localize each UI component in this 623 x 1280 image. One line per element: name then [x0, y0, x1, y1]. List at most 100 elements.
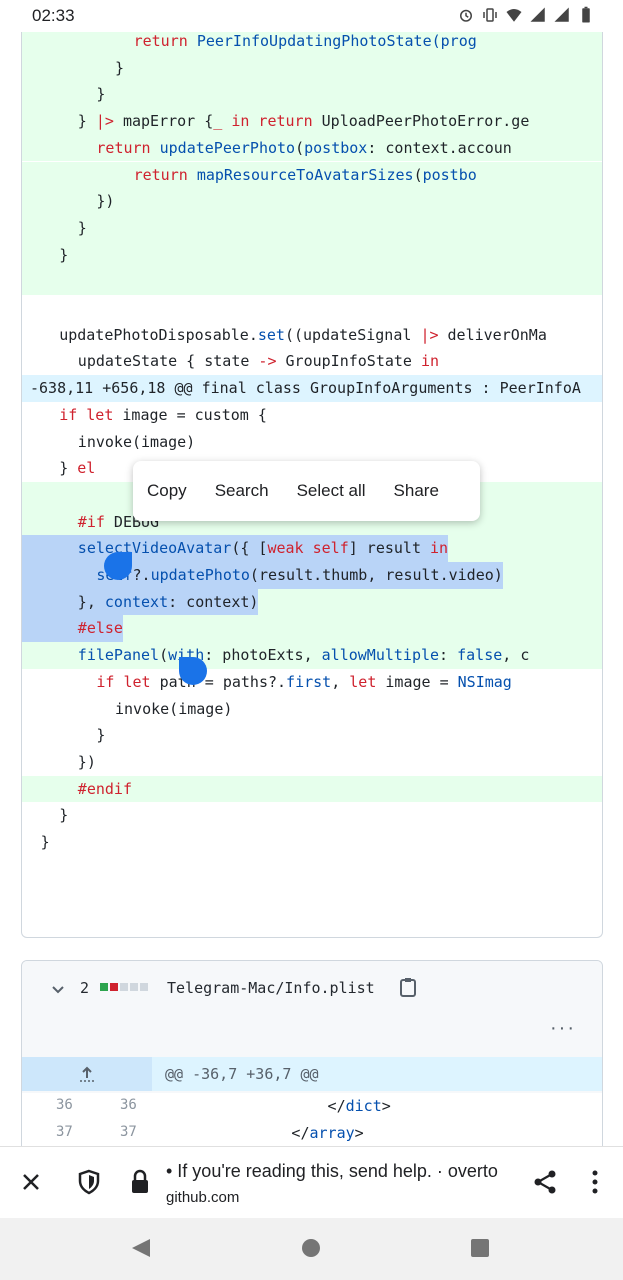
selection-end-handle[interactable] — [179, 657, 207, 685]
status-bar: 02:33 — [0, 0, 623, 32]
code-token: if — [59, 405, 78, 424]
shield-icon[interactable] — [78, 1169, 100, 1195]
code-line: } — [22, 214, 602, 242]
expand-up-button[interactable] — [22, 1057, 152, 1091]
code-token: first — [286, 672, 332, 691]
chevron-down-icon[interactable] — [50, 981, 66, 997]
code-token: return — [133, 165, 197, 184]
code-token: selectVideoAvatar — [77, 539, 232, 558]
code-line: invoke(image) — [22, 429, 602, 456]
code-token: ( — [295, 138, 305, 157]
code-token: ( — [413, 165, 423, 184]
code-token: -638,11 +656,18 @@ final class GroupInfo… — [30, 379, 581, 398]
code-token: deliverOnMa — [438, 325, 547, 344]
code-token: }, — [77, 592, 105, 611]
code-line: filePanel(with: photoExts, allowMultiple… — [22, 642, 602, 669]
code-token: } — [59, 459, 78, 478]
code-token: ( — [159, 646, 169, 665]
share-menu-item[interactable]: Share — [393, 481, 439, 500]
code-token: ({ [ — [231, 539, 268, 558]
code-token: weak — [267, 539, 304, 558]
code-line: } — [22, 802, 602, 829]
code-token: updateState { state — [77, 352, 259, 371]
code-token: : photoExts, — [204, 646, 322, 665]
share-icon[interactable] — [532, 1169, 558, 1195]
new-line-number[interactable]: 37 — [120, 1124, 137, 1140]
file-name[interactable]: Telegram-Mac/Info.plist — [167, 979, 375, 997]
code-token: , — [331, 672, 350, 691]
select-all-menu-item[interactable]: Select all — [296, 481, 366, 500]
back-icon[interactable] — [130, 1237, 152, 1259]
code-token: ] result — [348, 539, 431, 558]
code-token — [77, 406, 86, 424]
page-title[interactable]: • If you're reading this, send help. · o… — [166, 1161, 498, 1181]
close-icon[interactable] — [20, 1171, 42, 1193]
browser-bottom-bar: • If you're reading this, send help. · o… — [0, 1146, 623, 1219]
hunk-header-text: @@ -36,7 +36,7 @@ — [165, 1065, 319, 1083]
old-line-number[interactable]: 36 — [56, 1097, 73, 1113]
android-nav-bar — [0, 1218, 623, 1280]
code-line: updateState { state -> GroupInfoState in — [22, 348, 602, 375]
expand-up-icon — [80, 1066, 94, 1082]
code-token: el — [77, 459, 96, 478]
code-token — [222, 112, 231, 130]
code-token: |> — [95, 112, 114, 131]
code-line — [22, 295, 602, 322]
selection-start-handle[interactable] — [104, 552, 132, 580]
code-token: set — [257, 325, 285, 344]
new-line-number[interactable]: 36 — [120, 1097, 137, 1113]
code-line: }, context: context) — [22, 588, 602, 616]
recents-icon[interactable] — [469, 1237, 491, 1259]
code-token: #if — [77, 512, 105, 531]
more-options-button[interactable]: ··· — [550, 1017, 576, 1039]
code-token — [304, 539, 313, 557]
status-icons — [457, 6, 595, 24]
code-token: allowMultiple — [321, 646, 440, 665]
code-token: let — [123, 672, 151, 691]
file-diff-card: 2 Telegram-Mac/Info.plist ··· @@ -36,7 +… — [21, 960, 603, 1162]
code-token: #endif — [77, 779, 132, 798]
lock-icon[interactable] — [130, 1169, 150, 1195]
code-line: return PeerInfoUpdatingPhotoState(prog — [22, 32, 602, 55]
signal-icon — [530, 7, 545, 22]
battery-icon — [582, 6, 590, 23]
code-line: } — [22, 722, 602, 749]
code-token: } — [59, 245, 69, 264]
alarm-icon — [460, 9, 472, 22]
home-icon[interactable] — [300, 1237, 322, 1259]
code-line: #else — [22, 615, 602, 643]
code-token: invoke(image) — [115, 699, 233, 718]
code-token: invoke(image) — [77, 432, 196, 451]
code-line: }) — [22, 749, 602, 776]
code-line: } — [22, 81, 602, 109]
code-line: selectVideoAvatar({ [weak self] result i… — [22, 535, 602, 562]
code-line: return mapResourceToAvatarSizes(postbo — [22, 161, 602, 189]
code-token: } — [77, 112, 96, 131]
code-token: mapError { — [113, 112, 214, 131]
page-domain[interactable]: github.com — [166, 1189, 240, 1206]
code-token: updatePhotoDisposable. — [59, 325, 258, 344]
search-menu-item[interactable]: Search — [214, 481, 269, 500]
code-token: return — [133, 32, 197, 50]
code-token: UploadPeerPhotoError.ge — [312, 112, 530, 131]
hunk-header: -638,11 +656,18 @@ final class GroupInfo… — [22, 375, 602, 402]
code-line: updatePhotoDisposable.set((updateSignal … — [22, 322, 602, 349]
clipboard-icon[interactable] — [399, 977, 417, 997]
code-token: return — [258, 112, 313, 131]
code-token: return — [96, 138, 160, 157]
table-row: 36 36 </dict> — [22, 1093, 602, 1120]
code-token: in — [430, 539, 449, 558]
code-token: updatePeerPhoto — [159, 138, 296, 157]
code-token: postbox — [304, 138, 368, 157]
code-token: } — [96, 85, 106, 104]
code-line: if let path = paths?.first, let image = … — [22, 669, 602, 696]
copy-menu-item[interactable]: Copy — [147, 481, 187, 500]
code-line: } — [22, 241, 602, 269]
table-row: 37 37 </array> — [22, 1120, 602, 1147]
old-line-number[interactable]: 37 — [56, 1124, 73, 1140]
code-token: } — [40, 833, 50, 851]
code-token: false — [457, 646, 503, 665]
more-vert-icon[interactable] — [590, 1169, 600, 1195]
code-token: |> — [420, 325, 439, 344]
code-token: : — [439, 646, 458, 665]
